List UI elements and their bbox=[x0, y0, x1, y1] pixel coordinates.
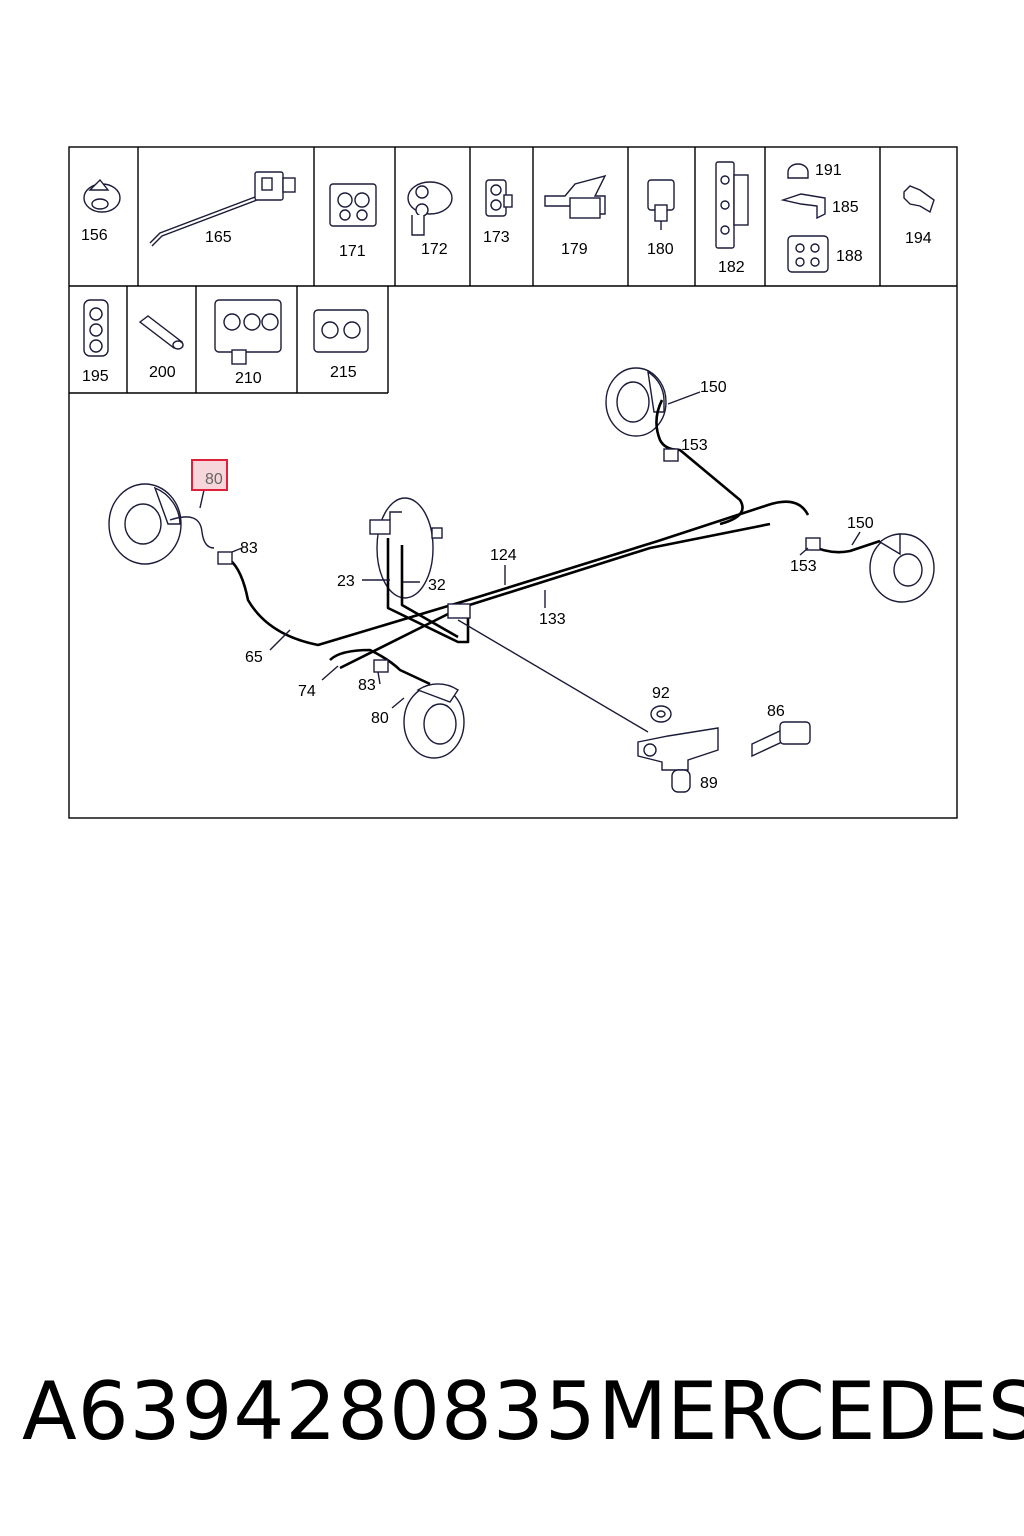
clip-179-icon bbox=[544, 174, 607, 219]
label-179: 179 bbox=[561, 241, 588, 258]
clip-172-icon bbox=[407, 181, 453, 236]
clip-195-icon bbox=[83, 299, 109, 357]
brake-disc-left-icon bbox=[108, 483, 182, 565]
clip-173-icon bbox=[485, 179, 513, 217]
label-156: 156 bbox=[81, 227, 108, 244]
block-188-icon bbox=[787, 235, 829, 273]
callout-153-top: 153 bbox=[681, 437, 708, 454]
label-182: 182 bbox=[718, 259, 745, 276]
valve-89-icon bbox=[637, 727, 719, 793]
hose-80-left bbox=[169, 516, 215, 549]
callout-65: 65 bbox=[245, 649, 263, 666]
clip-156-icon bbox=[83, 178, 121, 213]
label-210: 210 bbox=[235, 370, 262, 387]
label-185: 185 bbox=[832, 199, 859, 216]
clip-215-icon bbox=[313, 309, 369, 353]
callout-74: 74 bbox=[298, 683, 316, 700]
brake-disc-right-icon bbox=[869, 533, 935, 603]
label-171: 171 bbox=[339, 243, 366, 260]
brake-disc-bottom-icon bbox=[403, 683, 465, 759]
clip-210-icon bbox=[214, 299, 282, 365]
clip-194-icon bbox=[903, 185, 935, 214]
label-194: 194 bbox=[905, 230, 932, 247]
callout-80-highlighted[interactable]: 80 bbox=[205, 471, 223, 488]
brake-disc-top-right-icon bbox=[605, 367, 667, 437]
washer-92-icon bbox=[650, 705, 672, 723]
callout-83-left: 83 bbox=[240, 540, 258, 557]
label-173: 173 bbox=[483, 229, 510, 246]
callout-80-bottom: 80 bbox=[371, 710, 389, 727]
label-215: 215 bbox=[330, 364, 357, 381]
label-180: 180 bbox=[647, 241, 674, 258]
callout-23: 23 bbox=[337, 573, 355, 590]
callout-83-bottom: 83 bbox=[358, 677, 376, 694]
label-172: 172 bbox=[421, 241, 448, 258]
clip-180-icon bbox=[647, 179, 675, 230]
part-number: A6394280835 bbox=[22, 1365, 597, 1458]
callout-153-right: 153 bbox=[790, 558, 817, 575]
sensor-86-icon bbox=[751, 721, 811, 758]
sleeve-200-icon bbox=[138, 315, 184, 350]
label-200: 200 bbox=[149, 364, 176, 381]
bracket-182-icon bbox=[715, 161, 749, 249]
diagram-frame bbox=[68, 146, 958, 819]
highlight-box-80 bbox=[191, 459, 228, 491]
label-165: 165 bbox=[205, 229, 232, 246]
callout-150-right: 150 bbox=[847, 515, 874, 532]
brand-name: MERCEDES bbox=[598, 1365, 1024, 1458]
parts-diagram: 156 165 171 172 173 179 180 182 191 185 … bbox=[68, 146, 958, 819]
grommet-191-icon bbox=[787, 163, 809, 179]
callout-150-top: 150 bbox=[700, 379, 727, 396]
callout-89: 89 bbox=[700, 775, 718, 792]
clip-185-icon bbox=[780, 193, 826, 220]
label-195: 195 bbox=[82, 368, 109, 385]
label-191: 191 bbox=[815, 162, 842, 179]
clip-171-icon bbox=[329, 183, 377, 227]
callout-92: 92 bbox=[652, 685, 670, 702]
callout-32: 32 bbox=[428, 577, 446, 594]
brake-booster-icon bbox=[369, 497, 443, 599]
callout-86: 86 bbox=[767, 703, 785, 720]
callout-133: 133 bbox=[539, 611, 566, 628]
bracket-165-icon bbox=[149, 171, 296, 247]
callout-124: 124 bbox=[490, 547, 517, 564]
label-188: 188 bbox=[836, 248, 863, 265]
